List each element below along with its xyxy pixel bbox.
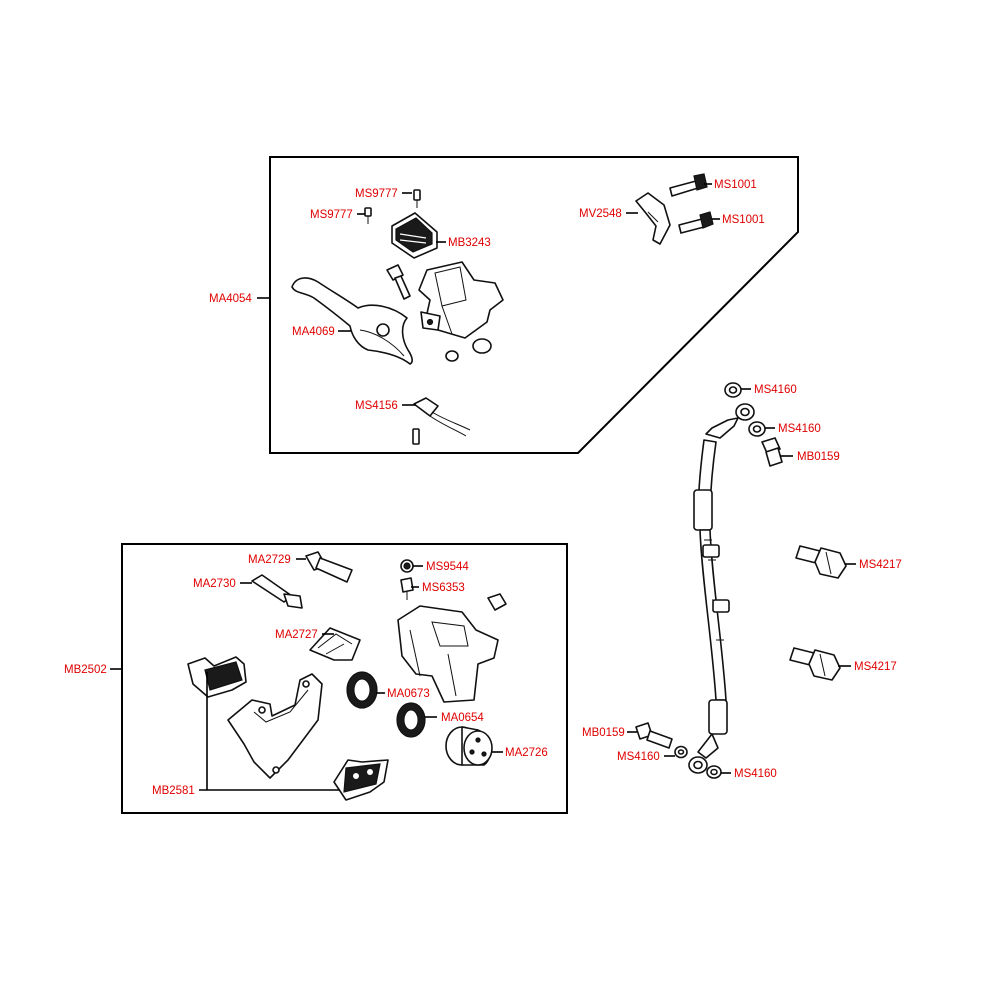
screw-ms9777-lower xyxy=(364,207,372,224)
screw-ms9777-upper xyxy=(413,189,421,208)
bolt-ms4217-lower xyxy=(789,647,841,681)
reservoir-cap-mb3243 xyxy=(391,212,438,259)
mirror-holder-mv2548 xyxy=(635,192,671,245)
group-label-caliper: MB2502 xyxy=(64,664,107,676)
bleed-cap-ms9544 xyxy=(400,559,414,573)
label-mv2548: MV2548 xyxy=(579,208,622,220)
label-ms4160-b: MS4160 xyxy=(778,423,821,435)
brake-hose xyxy=(688,403,755,774)
label-ms4160-d: MS4160 xyxy=(734,768,777,780)
label-ma4069: MA4069 xyxy=(292,326,335,338)
banjo-bolt-mb0159-lower xyxy=(635,722,673,749)
piston-ma2726 xyxy=(445,726,493,766)
caliper-body xyxy=(397,605,499,703)
label-ms4156: MS4156 xyxy=(355,400,398,412)
label-ma2727: MA2727 xyxy=(275,629,318,641)
caliper-bracket xyxy=(227,673,323,779)
label-ms9777-b: MS9777 xyxy=(310,209,353,221)
master-cylinder-frame xyxy=(269,156,799,454)
bolt-ms1001-upper xyxy=(669,173,708,197)
pivot-bolt xyxy=(386,264,411,300)
master-cylinder-body xyxy=(418,261,504,362)
label-ms1001-b: MS1001 xyxy=(722,214,765,226)
label-ms9544: MS9544 xyxy=(426,561,469,573)
washer-ms4160-lower-left xyxy=(674,745,688,759)
label-ms4217-a: MS4217 xyxy=(859,559,902,571)
label-ms4217-b: MS4217 xyxy=(854,661,897,673)
label-mb0159-b: MB0159 xyxy=(582,727,625,739)
bolt-ms1001-lower xyxy=(678,211,714,234)
label-ms9777-a: MS9777 xyxy=(355,188,398,200)
label-mb2581: MB2581 xyxy=(152,785,195,797)
brake-switch-ms4156 xyxy=(412,397,471,445)
label-ma2726: MA2726 xyxy=(505,747,548,759)
caliper-plug xyxy=(487,593,507,611)
brake-pad-right xyxy=(333,759,389,801)
group-label-master-cylinder: MA4054 xyxy=(209,293,252,305)
part-labels: MS9777 MS9777 MB3243 MA4069 MS4156 MV254… xyxy=(152,179,902,797)
label-ma0673: MA0673 xyxy=(387,688,430,700)
caliper-frame xyxy=(121,543,568,814)
leader-lines xyxy=(199,183,856,791)
washer-ms4160-lower-right xyxy=(706,765,722,779)
brake-lever-ma4069 xyxy=(291,277,413,365)
label-ms1001-a: MS1001 xyxy=(714,179,757,191)
label-ms6353: MS6353 xyxy=(422,582,465,594)
pad-spring-ma2727 xyxy=(309,627,361,661)
label-ma2730: MA2730 xyxy=(193,578,236,590)
label-ma2729: MA2729 xyxy=(248,554,291,566)
washer-ms4160-top xyxy=(724,382,742,398)
label-ms4160-a: MS4160 xyxy=(754,384,797,396)
label-mb3243: MB3243 xyxy=(448,237,491,249)
washer-ms4160-second xyxy=(748,421,766,437)
slide-pin-ma2729 xyxy=(305,551,353,583)
banjo-bolt-mb0159-upper xyxy=(761,437,783,467)
seal-ma0673 xyxy=(346,671,378,709)
brake-pad-left xyxy=(187,656,247,698)
label-ma0654: MA0654 xyxy=(441,712,484,724)
bolt-ms4217-upper xyxy=(795,545,847,579)
slide-pin-ma2730 xyxy=(251,574,303,609)
seal-ma0654 xyxy=(396,702,426,738)
bleed-screw-ms6353 xyxy=(400,577,414,600)
label-ms4160-c: MS4160 xyxy=(617,751,660,763)
label-mb0159-a: MB0159 xyxy=(797,451,840,463)
